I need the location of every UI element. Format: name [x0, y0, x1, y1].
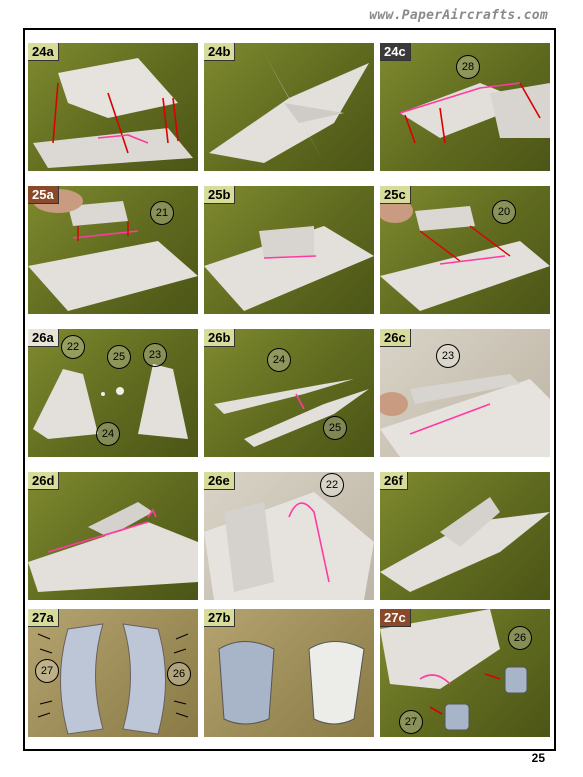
step-26c-photo: 23 26c — [380, 329, 550, 457]
step-26f-photo: 26f — [380, 472, 550, 600]
part-callout: 28 — [456, 55, 480, 79]
step-label: 26f — [380, 472, 408, 490]
page-frame — [23, 28, 556, 751]
step-27b-photo: 27b — [204, 609, 374, 737]
step-26e-photo: 22 26e — [204, 472, 374, 600]
step-26b-photo: 24 25 26b — [204, 329, 374, 457]
part-callout: 21 — [150, 201, 174, 225]
part-callout: 20 — [492, 200, 516, 224]
aircraft-part-illustration — [204, 226, 374, 311]
aircraft-parts-illustration — [33, 58, 193, 168]
step-label: 25b — [204, 186, 236, 204]
step-24c-photo: 28 24c — [380, 43, 550, 171]
part-callout: 24 — [96, 422, 120, 446]
part-callout: 23 — [436, 344, 460, 368]
step-label: 24b — [204, 43, 236, 61]
part-callout: 22 — [320, 473, 344, 497]
step-26a-photo: 22 25 23 24 26a — [28, 329, 198, 457]
site-url: www.PaperAircrafts.com — [369, 8, 548, 23]
step-25c-photo: 20 25c — [380, 186, 550, 314]
step-25a-photo: 21 25a — [28, 186, 198, 314]
step-label: 24a — [28, 43, 59, 61]
step-label: 27c — [380, 609, 411, 627]
part-callout: 25 — [107, 345, 131, 369]
step-26d-photo: 26d — [28, 472, 198, 600]
aircraft-illustration — [204, 492, 374, 600]
step-label: 24c — [380, 43, 411, 61]
step-label: 26a — [28, 329, 59, 347]
step-27a-photo: 27 26 27a — [28, 609, 198, 737]
step-label: 26c — [380, 329, 411, 347]
step-label: 26e — [204, 472, 235, 490]
step-label: 26b — [204, 329, 236, 347]
paper-parts-illustration — [37, 623, 189, 735]
part-callout: 27 — [35, 659, 59, 683]
aircraft-part-illustration — [399, 82, 550, 144]
part-callout: 27 — [399, 710, 423, 734]
aircraft-part-illustration — [380, 374, 550, 457]
step-label: 27a — [28, 609, 59, 627]
step-24a-photo: 24a — [28, 43, 198, 171]
part-callout: 26 — [508, 626, 532, 650]
step-label: 26d — [28, 472, 60, 490]
step-label: 25c — [380, 186, 411, 204]
part-callout: 23 — [143, 343, 167, 367]
part-callout: 22 — [61, 335, 85, 359]
paper-parts-illustration — [33, 364, 188, 439]
part-callout: 26 — [167, 662, 191, 686]
aircraft-illustration — [380, 497, 550, 592]
part-callout: 25 — [323, 416, 347, 440]
step-25b-photo: 25b — [204, 186, 374, 314]
paper-parts-illustration — [218, 641, 365, 725]
page-number: 25 — [531, 751, 545, 765]
part-callout: 24 — [267, 348, 291, 372]
aircraft-part-illustration — [380, 199, 550, 311]
aircraft-illustration — [28, 502, 198, 592]
aircraft-part-illustration — [28, 189, 198, 311]
step-27c-photo: 26 27 27c — [380, 609, 550, 737]
paper-parts-illustration — [214, 379, 369, 447]
step-label: 27b — [204, 609, 236, 627]
step-24b-photo: 24b — [204, 43, 374, 171]
aircraft-illustration — [209, 53, 369, 163]
step-label: 25a — [28, 186, 59, 204]
aircraft-part-illustration — [380, 609, 528, 731]
